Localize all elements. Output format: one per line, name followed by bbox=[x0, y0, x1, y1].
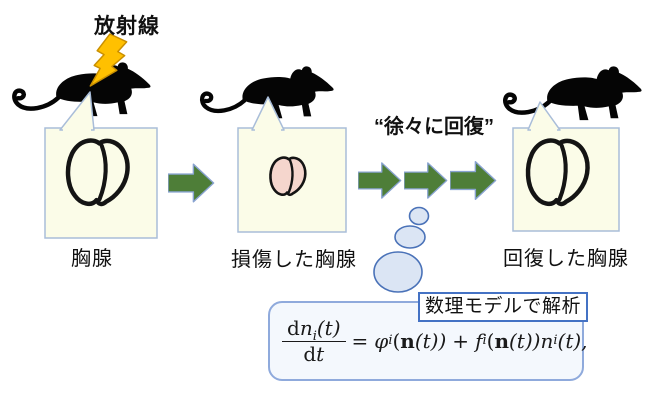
fraction-numerator: dni(t) bbox=[282, 315, 346, 344]
thought-bubble-icon-medium bbox=[394, 225, 426, 249]
eq-num-var: n bbox=[299, 315, 313, 340]
eq-n2: n bbox=[540, 329, 554, 353]
radiation-label: 放射線 bbox=[94, 15, 160, 38]
thought-bubble-icon-large bbox=[373, 251, 423, 293]
arrow-right-icon-2 bbox=[358, 162, 402, 199]
eq-n2-args: (t), bbox=[557, 329, 588, 353]
thymus-icon-damaged bbox=[268, 156, 307, 197]
arrow-right-icon-4 bbox=[450, 160, 497, 201]
thymus-icon-healthy bbox=[68, 141, 128, 204]
gradual-recovery-label: “徐々に回復” bbox=[374, 116, 494, 138]
eq-phi-open: ( bbox=[392, 329, 401, 353]
thought-bubble-icon-small bbox=[408, 206, 430, 226]
eq-phi-vec-n: n bbox=[400, 329, 415, 353]
eq-f: f bbox=[475, 329, 483, 353]
thymus-icon-recovered bbox=[528, 141, 588, 204]
fraction-denominator: dt bbox=[303, 342, 324, 365]
eq-f-args: (t)) bbox=[509, 329, 541, 353]
eq-num-d: d bbox=[287, 315, 300, 340]
caption-healthy-thymus: 胸腺 bbox=[71, 248, 113, 270]
caption-recovered-thymus: 回復した胸腺 bbox=[503, 248, 629, 270]
eq-phi-args: (t)) bbox=[414, 329, 447, 353]
equation-fraction: dni(t) dt bbox=[282, 315, 346, 365]
eq-num-sub: i bbox=[312, 328, 317, 344]
mouse-icon-recovered bbox=[505, 66, 641, 120]
eq-den-var: t bbox=[316, 341, 325, 366]
eq-equals: = bbox=[351, 329, 369, 353]
arrow-right-icon-3 bbox=[404, 162, 448, 199]
eq-num-args: (t) bbox=[316, 315, 341, 340]
eq-f-vec-n: n bbox=[494, 329, 509, 353]
model-analysis-tag: 数理モデルで解析 bbox=[418, 292, 588, 322]
eq-den-d: d bbox=[303, 341, 317, 366]
eq-plus: + bbox=[452, 329, 470, 353]
eq-f-open: ( bbox=[486, 329, 495, 353]
caption-damaged-thymus: 損傷した胸腺 bbox=[231, 249, 357, 271]
arrow-right-icon-1 bbox=[168, 163, 215, 203]
eq-phi: φ bbox=[374, 329, 389, 353]
